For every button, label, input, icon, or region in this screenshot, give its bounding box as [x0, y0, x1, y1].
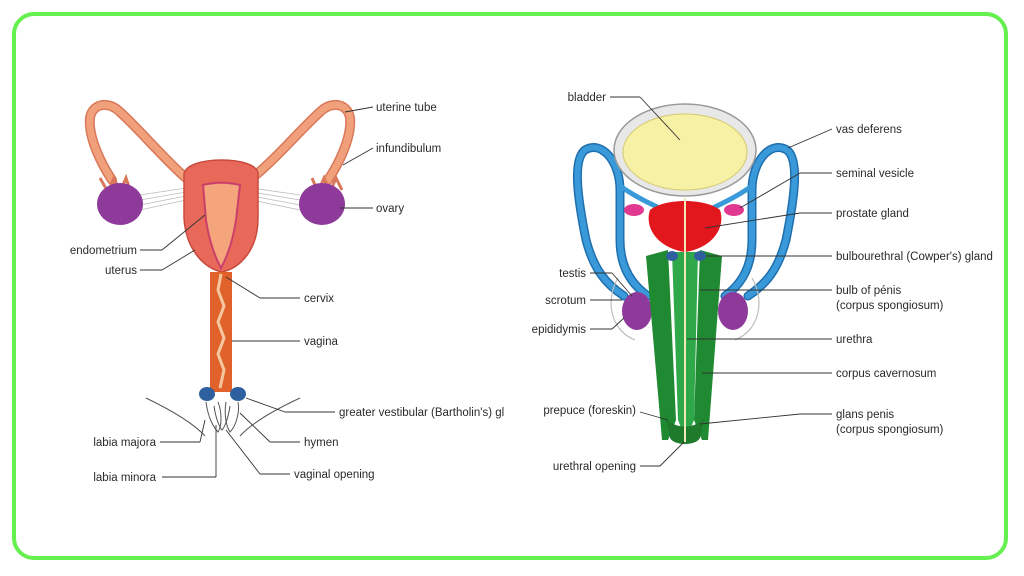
label-bulb-of-penis: bulb of pénis [836, 285, 901, 297]
left-bartholin-gland [199, 387, 215, 401]
vulva [145, 397, 301, 437]
label-infundibulum: infundibulum [376, 143, 441, 155]
uterine-cavity [201, 181, 242, 271]
bladder-inner [622, 113, 748, 191]
label-endometrium: endometrium [70, 245, 137, 257]
right-corpus-cavernosum [694, 250, 722, 440]
vas-deferens [572, 143, 800, 301]
left-ovary [97, 183, 143, 225]
label-corpus-cavernosum: corpus cavernosum [836, 368, 936, 380]
scrotum-outline [610, 277, 760, 341]
label-prepuce: prepuce (foreskin) [543, 405, 636, 417]
left-testis [622, 292, 652, 330]
uterine-tubes [84, 99, 356, 196]
label-cervix: cervix [304, 293, 334, 305]
right-bartholin-gland [230, 387, 246, 401]
label-bulb-of-penis-sub: (corpus spongiosum) [836, 300, 944, 312]
left-bulbourethral-gland [666, 251, 678, 261]
label-ovary: ovary [376, 203, 404, 215]
label-vagina: vagina [304, 336, 338, 348]
right-ovary [299, 183, 345, 225]
label-bladder: bladder [568, 92, 607, 104]
label-vas-deferens: vas deferens [836, 124, 902, 136]
label-glans-penis-sub: (corpus spongiosum) [836, 424, 944, 436]
label-uterus: uterus [105, 265, 137, 277]
label-labia-majora: labia majora [93, 437, 156, 449]
ovarian-ligaments [139, 187, 301, 211]
label-epididymis: epididymis [532, 324, 587, 336]
label-uterine-tube: uterine tube [376, 102, 437, 114]
female-leader-lines [140, 106, 374, 478]
label-testis: testis [559, 268, 586, 280]
label-seminal-vesicle: seminal vesicle [836, 168, 914, 180]
male-reproductive-diagram [572, 103, 800, 444]
label-bulbourethral-gland: bulbourethral (Cowper's) gland [836, 251, 993, 263]
left-corpus-cavernosum [646, 250, 676, 440]
right-testis [718, 292, 748, 330]
label-glans-penis: glans penis [836, 409, 894, 421]
label-prostate-gland: prostate gland [836, 208, 909, 220]
right-bulbourethral-gland [694, 251, 706, 261]
female-labels: uterine tube infundibulum ovary endometr… [70, 102, 504, 484]
left-seminal-vesicle [624, 204, 644, 216]
label-greater-vestibular: greater vestibular (Bartholin's) gl [339, 407, 504, 419]
green-border-frame [12, 12, 1008, 560]
label-urethral-opening: urethral opening [553, 461, 636, 473]
female-reproductive-diagram [84, 99, 356, 437]
male-leader-lines [590, 96, 833, 467]
right-seminal-vesicle [724, 204, 744, 216]
label-hymen: hymen [304, 437, 339, 449]
male-labels: bladder vas deferens seminal vesicle pro… [532, 92, 993, 473]
label-scrotum: scrotum [545, 295, 586, 307]
label-labia-minora: labia minora [93, 472, 156, 484]
label-vaginal-opening: vaginal opening [294, 469, 375, 481]
label-urethra: urethra [836, 334, 873, 346]
